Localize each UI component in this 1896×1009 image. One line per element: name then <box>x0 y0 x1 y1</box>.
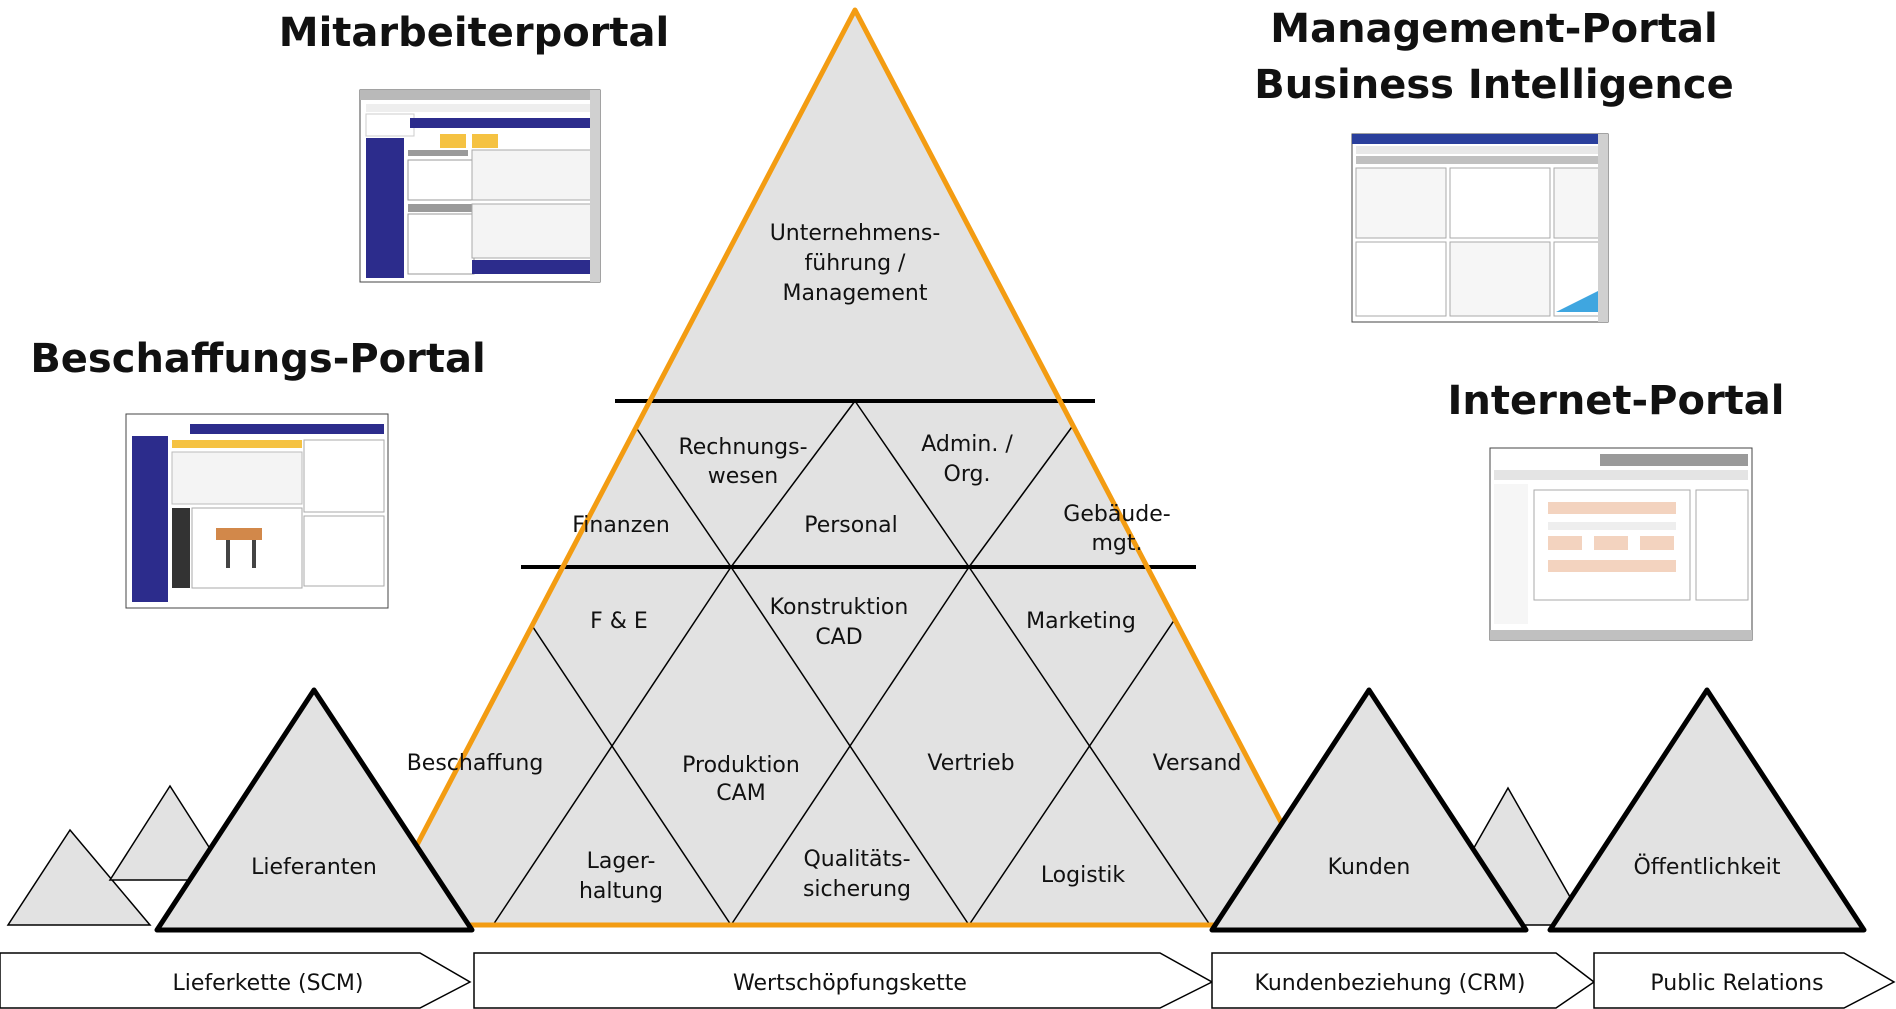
beschaffungs-portal-screenshot <box>125 413 389 609</box>
label-vertrieb: Vertrieb <box>927 751 1014 776</box>
label-admin-2: Org. <box>944 462 991 487</box>
label-unternehmensfuehrung-3: Management <box>783 281 928 306</box>
management-portal-screenshot <box>1351 133 1609 323</box>
arrow-kundenbeziehung <box>1211 952 1596 1009</box>
label-produktion-1: Produktion <box>682 753 800 778</box>
arrow-lieferkette <box>0 952 472 1009</box>
label-logistik: Logistik <box>1041 863 1126 888</box>
label-qualitaet-1: Qualitäts- <box>803 847 910 872</box>
arrow-public-relations <box>1593 952 1896 1009</box>
label-finanzen: Finanzen <box>572 513 670 538</box>
label-produktion-2: CAM <box>716 781 765 806</box>
label-rechnungswesen-2: wesen <box>708 464 778 489</box>
lieferanten-triangle <box>154 687 475 933</box>
label-konstruktion-2: CAD <box>815 625 862 650</box>
label-lieferanten: Lieferanten <box>251 855 377 880</box>
label-fe: F & E <box>590 609 648 634</box>
pyramid-outline <box>372 7 1338 928</box>
arrow-wertschoepfung <box>473 952 1214 1009</box>
label-lieferkette: Lieferkette (SCM) <box>173 971 364 996</box>
internet-portal-screenshot <box>1489 447 1753 641</box>
business-intelligence-title: Business Intelligence <box>1254 62 1733 108</box>
beschaffungs-portal-title: Beschaffungs-Portal <box>30 336 485 382</box>
label-versand: Versand <box>1153 751 1242 776</box>
small-triangle-left-front <box>108 784 232 881</box>
label-gebaeude-1: Gebäude- <box>1063 502 1170 527</box>
label-oeffentlichkeit: Öffentlichkeit <box>1633 854 1780 880</box>
label-kundenbeziehung: Kundenbeziehung (CRM) <box>1255 971 1526 996</box>
label-unternehmensfuehrung-1: Unternehmens- <box>770 221 941 246</box>
label-qualitaet-2: sicherung <box>803 877 911 902</box>
pyramid-fill <box>375 10 1335 925</box>
oeffentlichkeit-triangle <box>1547 687 1867 933</box>
label-admin-1: Admin. / <box>921 432 1013 457</box>
small-triangle-left-back <box>6 828 152 926</box>
mitarbeiterportal-title: Mitarbeiterportal <box>279 10 669 56</box>
label-gebaeude-2: mgt. <box>1091 531 1142 556</box>
management-portal-title: Management-Portal <box>1270 6 1717 52</box>
label-kunden: Kunden <box>1328 855 1411 880</box>
label-beschaffung: Beschaffung <box>407 751 544 776</box>
label-public-relations: Public Relations <box>1650 971 1823 996</box>
mitarbeiterportal-screenshot <box>359 89 601 283</box>
label-lagerhaltung-2: haltung <box>579 879 663 904</box>
label-rechnungswesen-1: Rechnungs- <box>678 435 807 460</box>
label-unternehmensfuehrung-2: führung / <box>805 251 907 276</box>
kunden-triangle <box>1209 687 1529 933</box>
label-lagerhaltung-1: Lager- <box>587 849 656 874</box>
label-wertschoepfungskette: Wertschöpfungskette <box>733 971 967 996</box>
internet-portal-title: Internet-Portal <box>1447 378 1784 424</box>
label-personal: Personal <box>804 513 898 538</box>
label-marketing: Marketing <box>1026 609 1136 634</box>
chain-arrows <box>0 952 1896 1009</box>
label-konstruktion-1: Konstruktion <box>770 595 909 620</box>
